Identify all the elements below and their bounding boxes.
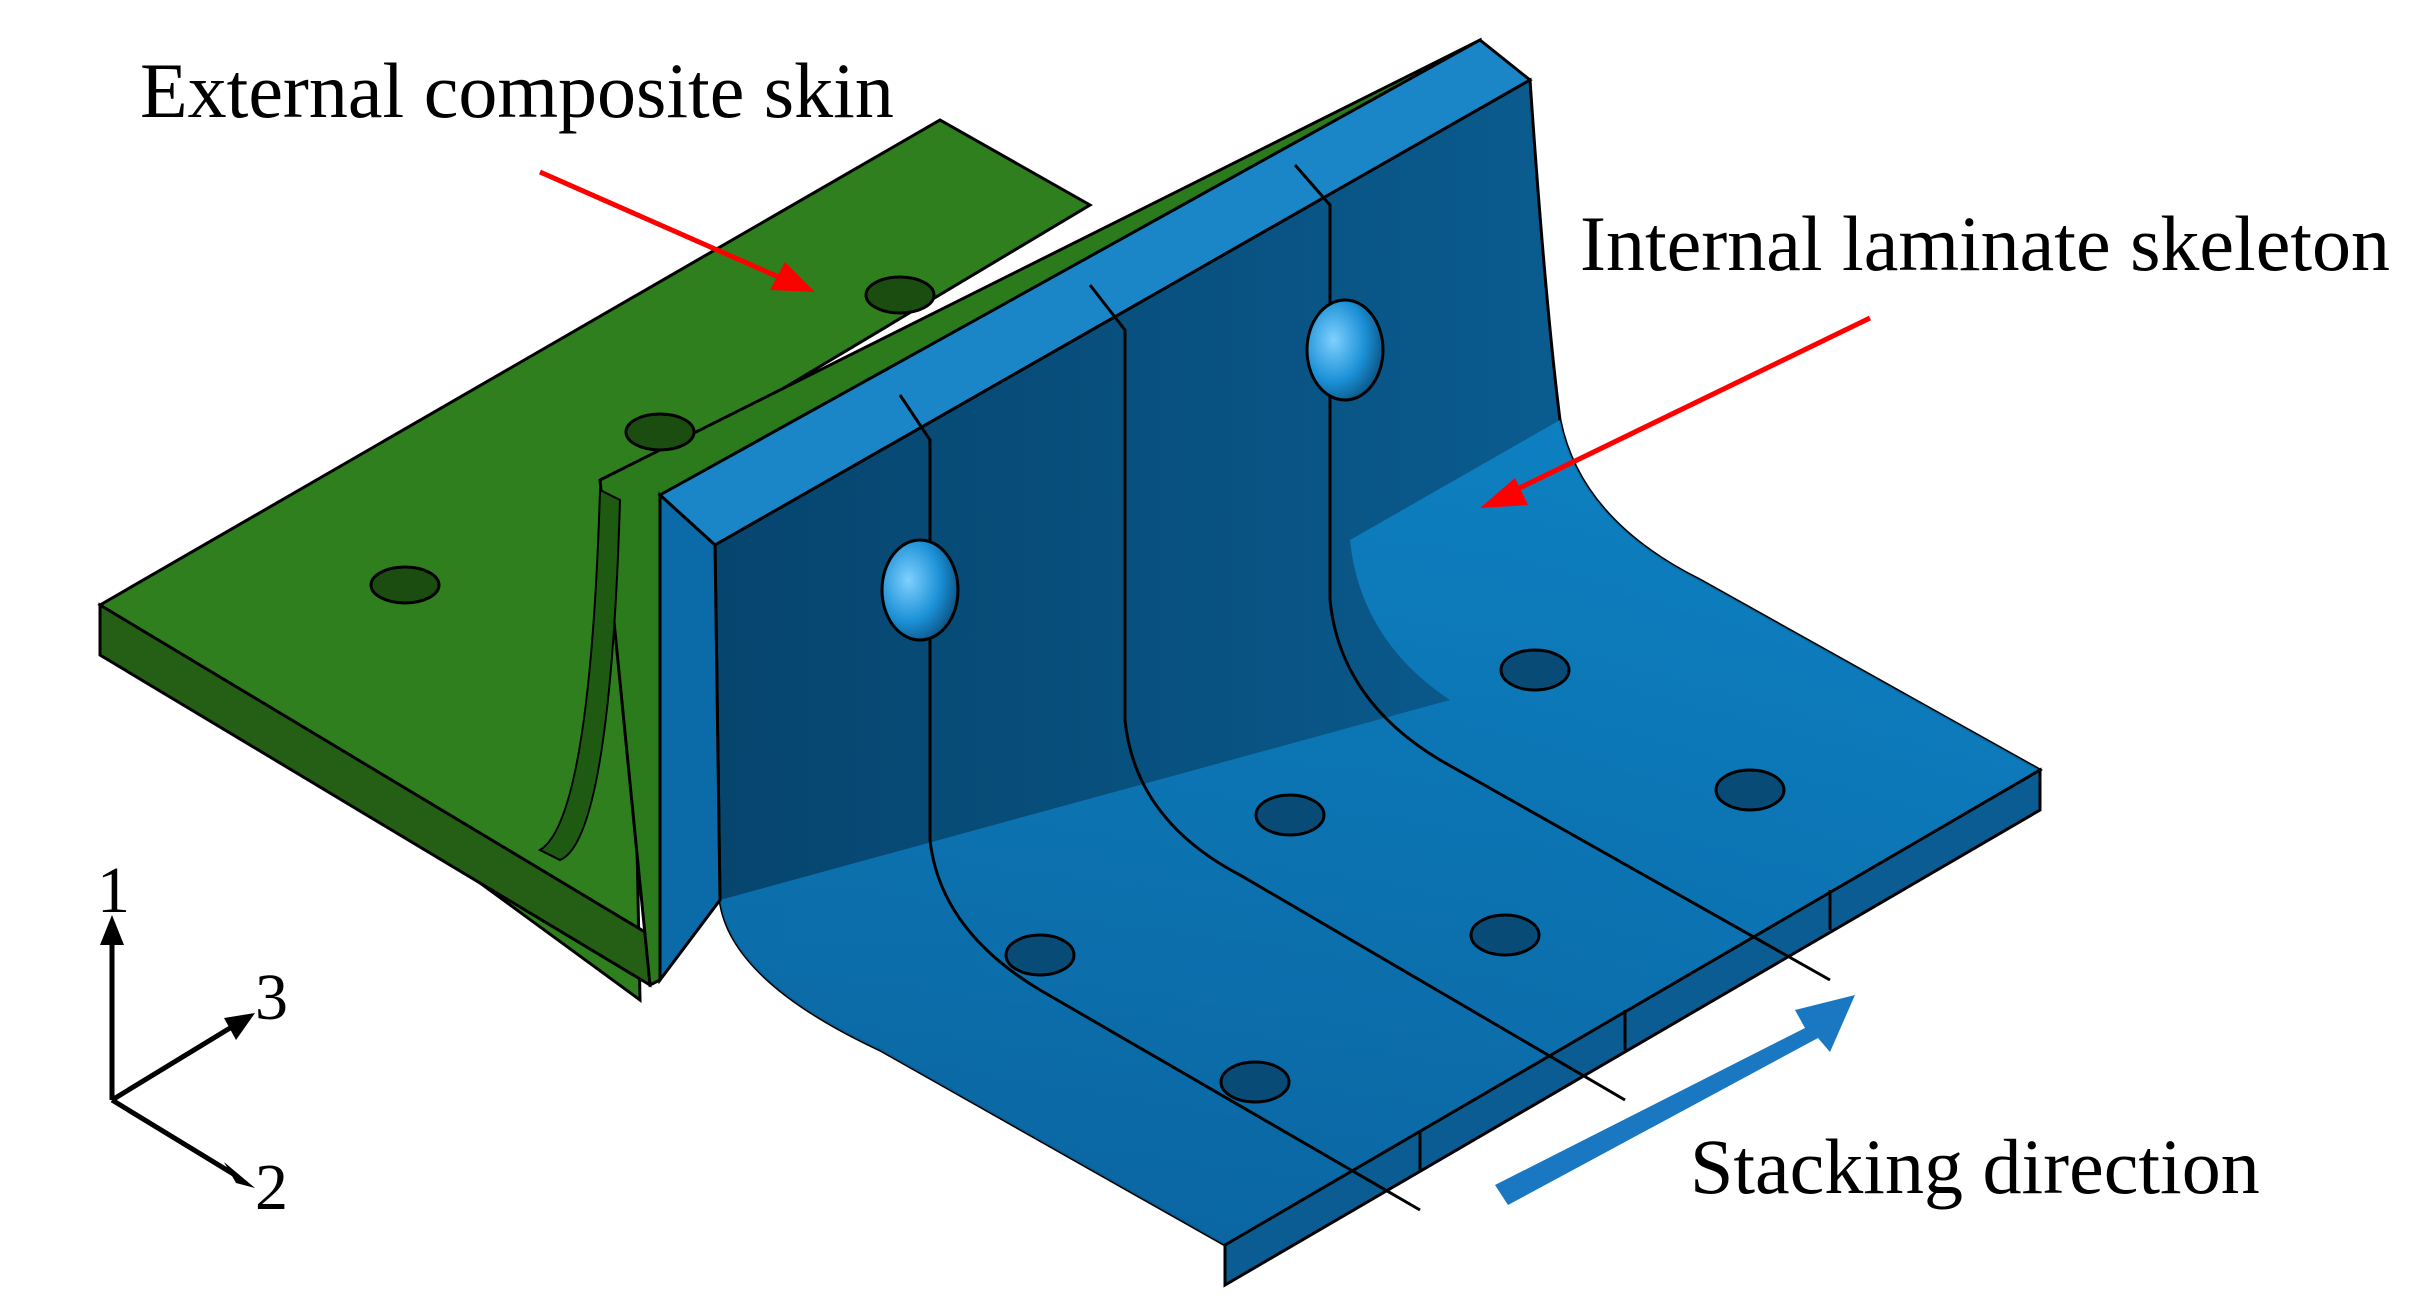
axis-2-line xyxy=(110,1097,237,1178)
stacking-arrow-shape xyxy=(1495,995,1855,1205)
axis-1-label: 1 xyxy=(97,854,130,927)
axis-1-arrowhead xyxy=(100,915,124,945)
internal-skeleton xyxy=(657,38,2044,1288)
ply-line xyxy=(1088,284,1626,1102)
skeleton-web-side xyxy=(658,491,722,985)
skin-callout-arrow xyxy=(538,169,792,285)
skeleton-flange-hole xyxy=(1004,933,1076,977)
skeleton-flange-hole xyxy=(1469,913,1541,957)
ply-line xyxy=(898,394,1421,1212)
skeleton-flange-hole xyxy=(1254,793,1326,837)
axis-2-label: 2 xyxy=(255,1151,288,1224)
skeleton-web-hole xyxy=(1305,298,1385,402)
external-skin-label: External composite skin xyxy=(140,47,894,134)
axis-3-line xyxy=(110,1022,237,1103)
skeleton-callout-arrow xyxy=(1503,315,1872,498)
ply-line xyxy=(1293,164,1831,982)
skin-callout-arrowhead xyxy=(770,262,815,292)
external-skin xyxy=(97,37,1482,1003)
skeleton-flange-edge xyxy=(1223,767,2042,1288)
skin-web-face xyxy=(537,488,622,862)
axis-3-label: 3 xyxy=(255,961,288,1034)
coordinate-axes xyxy=(100,915,255,1188)
callout-arrows xyxy=(538,169,1872,508)
skeleton-web-hole xyxy=(880,538,960,642)
skeleton-flange-hole xyxy=(1219,1060,1291,1104)
skeleton-flange xyxy=(720,420,2040,1245)
skeleton-callout-arrowhead xyxy=(1480,478,1528,508)
skeleton-flange-hole xyxy=(1714,768,1786,812)
skin-hole xyxy=(624,412,696,452)
axis-3-arrowhead xyxy=(224,1013,255,1040)
skeleton-flange-hole xyxy=(1499,648,1571,692)
stacking-direction-arrow xyxy=(1495,995,1855,1205)
skin-hole xyxy=(864,275,936,315)
skin-hole xyxy=(369,565,441,605)
axis-2-arrowhead xyxy=(224,1162,255,1188)
internal-skeleton-label: Internal laminate skeleton xyxy=(1580,200,2391,287)
stacking-direction-label: Stacking direction xyxy=(1690,1123,2260,1210)
